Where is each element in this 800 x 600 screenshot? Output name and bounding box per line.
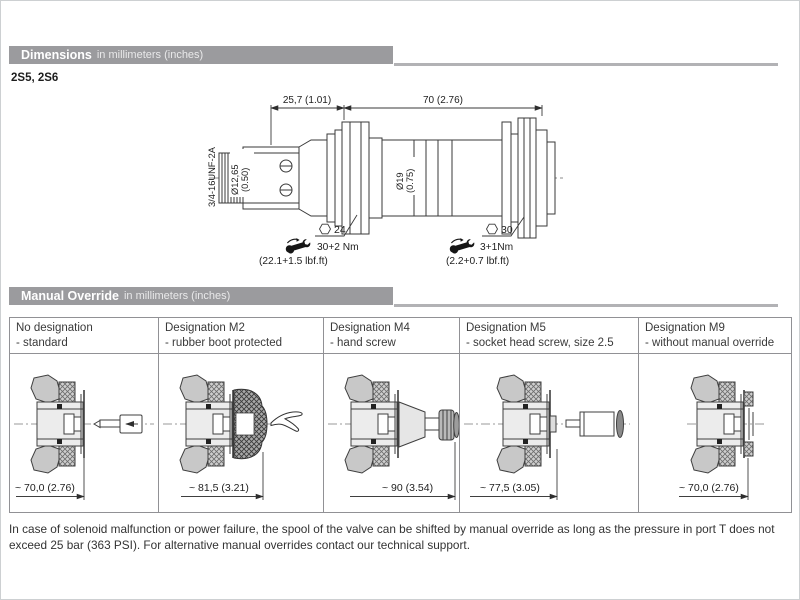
hex-size-right: 30 — [501, 224, 513, 236]
torque-right-nm: 3+1Nm — [480, 242, 513, 253]
footer-line-2: exceed 25 bar (363 PSI). For alternative… — [9, 537, 470, 552]
override-cell-standard: ~ 70,0 (2.76) — [10, 354, 159, 512]
dim-label-25-7: 25,7 (1.01) — [283, 95, 331, 106]
column-header: Designation M9 - without manual override — [639, 318, 791, 354]
column-header: Designation M5 - socket head screw, size… — [460, 318, 639, 354]
footer-note: In case of solenoid malfunction or power… — [9, 522, 795, 553]
override-cell-m4: ~ 90 (3.54) — [324, 354, 460, 512]
torque-right-lbf: (2.2+0.7 lbf.ft) — [446, 256, 509, 267]
manual-override-drawing-standard: ~ 70,0 (2.76) — [14, 374, 154, 500]
manual-override-drawing-m2: ~ 81,5 (3.21) — [163, 374, 303, 500]
override-dim-label: ~ 81,5 (3.21) — [189, 482, 249, 494]
manual-override-drawing-m9: ~ 70,0 (2.76) — [679, 374, 767, 500]
override-cell-m5: ~ 77,5 (3.05) — [460, 354, 639, 512]
override-dim-label: ~ 77,5 (3.05) — [480, 482, 540, 494]
section-rule — [394, 63, 778, 66]
override-dim-label: ~ 70,0 (2.76) — [679, 482, 739, 494]
dia-small-inch-label: (0.50) — [240, 168, 250, 192]
torque-left-lbf: (22.1+1.5 lbf.ft) — [259, 256, 328, 267]
thread-label: 3/4-16UNF-2A — [207, 146, 217, 207]
section-title: Manual Override — [21, 289, 119, 303]
dia-small-label: Ø12,65 — [230, 165, 240, 196]
column-header: Designation M2 - rubber boot protected — [159, 318, 324, 354]
dim-label-70: 70 (2.76) — [423, 95, 463, 106]
section-rule — [394, 304, 778, 307]
torque-wrench-icon — [449, 237, 475, 255]
torque-left-nm: 30+2 Nm — [317, 242, 359, 253]
hexagon-icon — [485, 223, 499, 235]
manual-override-table: No designation - standard Designation M2… — [9, 317, 792, 513]
torque-wrench-icon — [285, 237, 311, 255]
manual-override-drawing-m4: ~ 90 (3.54) — [328, 374, 459, 500]
manual-override-drawing-m5: ~ 77,5 (3.05) — [464, 374, 630, 500]
override-dim-label: ~ 90 (3.54) — [382, 482, 433, 494]
dia-tube-label: Ø19 — [395, 172, 405, 190]
hex-size-left: 24 — [334, 224, 346, 236]
model-code: 2S5, 2S6 — [11, 72, 59, 84]
column-header: No designation - standard — [10, 318, 159, 354]
override-cell-m2: ~ 81,5 (3.21) — [159, 354, 324, 512]
section-subtitle: in millimeters (inches) — [123, 290, 231, 302]
section-subtitle: in millimeters (inches) — [96, 49, 204, 61]
override-cell-m9: ~ 70,0 (2.76) — [639, 354, 791, 512]
column-header: Designation M4 - hand screw — [324, 318, 460, 354]
dia-tube-inch-label: (0.75) — [405, 169, 415, 193]
section-bar-dimensions: Dimensions in millimeters (inches) — [9, 46, 393, 64]
valve-dimension-drawing: 25,7 (1.01) 70 (2.76) 3/4-16UNF-2A Ø12,6… — [207, 95, 565, 267]
override-dim-label: ~ 70,0 (2.76) — [15, 482, 75, 494]
section-bar-manual-override: Manual Override in millimeters (inches) — [9, 287, 393, 305]
footer-line-1: In case of solenoid malfunction or power… — [9, 522, 775, 536]
section-title: Dimensions — [21, 48, 92, 62]
pointing-finger-icon — [270, 411, 303, 432]
hexagon-icon — [318, 223, 332, 235]
